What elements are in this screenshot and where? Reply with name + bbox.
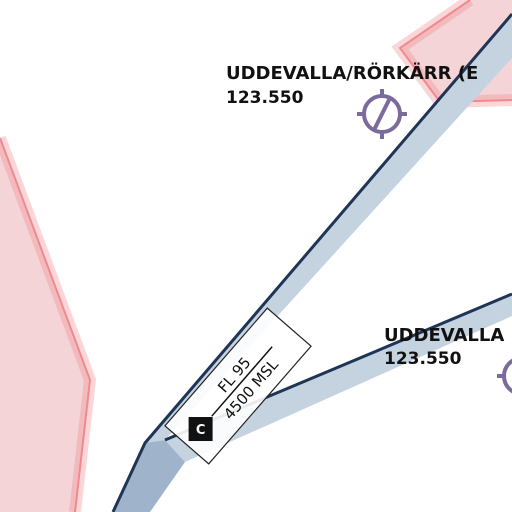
restricted-area-west: [0, 135, 97, 512]
airfield-frequency: 123.550: [384, 349, 462, 369]
airfield-name: UDDEVALLA: [384, 325, 504, 346]
airfield-frequency: 123.550: [226, 88, 304, 108]
controlled-airspace-corridor: [111, 13, 512, 512]
airfield-icon[interactable]: [357, 89, 407, 139]
airspace-class-letter: C: [196, 423, 206, 438]
airfield-name: UDDEVALLA/RÖRKÄRR (E: [226, 62, 478, 84]
airfield-icon[interactable]: [497, 351, 512, 401]
airspace-class-badge: C: [188, 417, 213, 442]
limits-divider: [211, 346, 273, 417]
airspace-limits-tag[interactable]: C FL 95 4500 MSL: [164, 307, 312, 465]
